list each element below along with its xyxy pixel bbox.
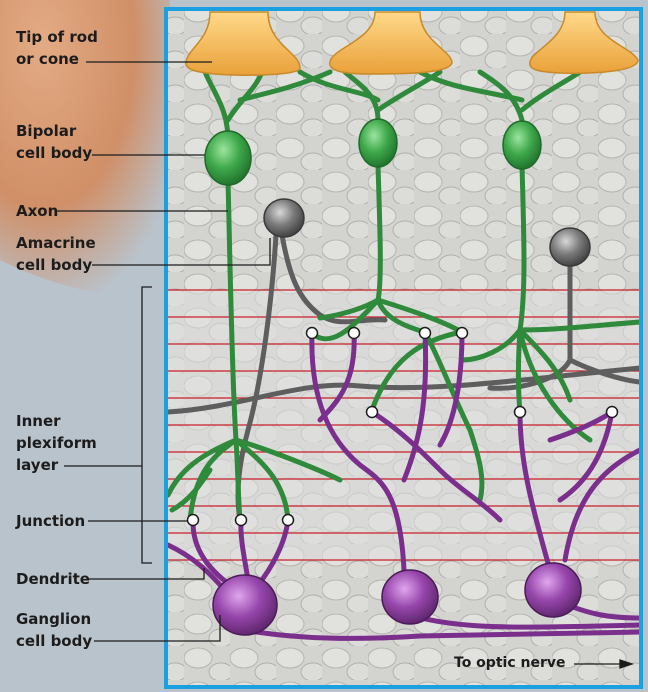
label-axon: Axon: [16, 200, 58, 222]
label-ipl-line-2: plexiform: [16, 432, 97, 454]
label-amacrine-line-1: Amacrine: [16, 232, 96, 254]
label-tip-line-1: Tip of rod: [16, 26, 98, 48]
rod-cone-tips: [186, 12, 638, 75]
label-amacrine-line-2: cell body: [16, 254, 96, 276]
label-junction: Junction: [16, 510, 85, 532]
label-dendrite: Dendrite: [16, 568, 90, 590]
label-bipolar-cell-body: Bipolar cell body: [16, 120, 92, 164]
label-amacrine-cell-body: Amacrine cell body: [16, 232, 96, 276]
label-to-optic-nerve: To optic nerve: [454, 655, 565, 671]
label-ipl-line-3: layer: [16, 454, 97, 476]
label-bipolar-line-1: Bipolar: [16, 120, 92, 142]
label-bipolar-line-2: cell body: [16, 142, 92, 164]
label-ganglion-cell-body: Ganglion cell body: [16, 608, 92, 652]
label-ganglion-line-1: Ganglion: [16, 608, 92, 630]
label-tip-line-2: or cone: [16, 48, 98, 70]
label-ipl-line-1: Inner: [16, 410, 97, 432]
label-tip-of-rod-or-cone: Tip of rod or cone: [16, 26, 98, 70]
label-inner-plexiform-layer: Inner plexiform layer: [16, 410, 97, 476]
label-ganglion-line-2: cell body: [16, 630, 92, 652]
